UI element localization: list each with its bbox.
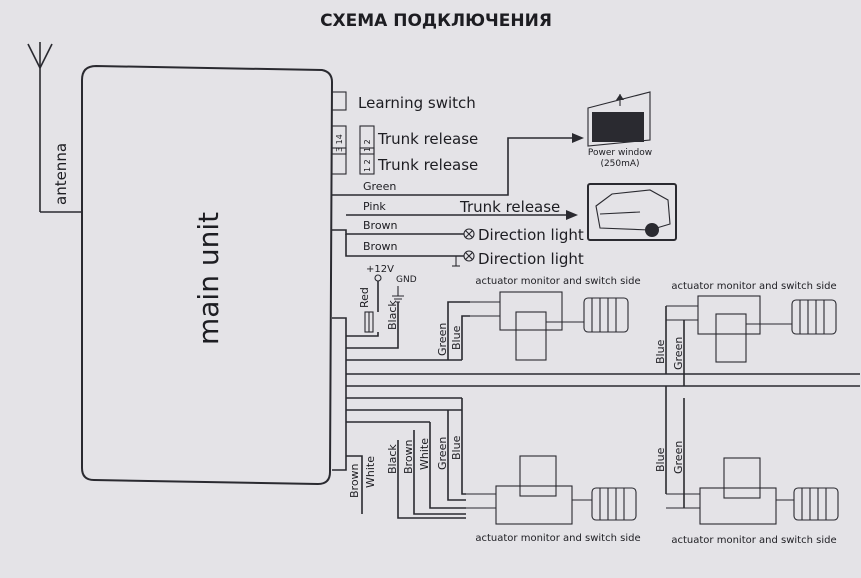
diagram-title: СХЕМА ПОДКЛЮЧЕНИЯ [320,11,552,31]
trunk-release-out-label: Trunk release [459,198,560,216]
wire-label-brown-1: Brown [363,219,398,232]
actuator-lower-right [666,457,839,525]
blue-label-2: Blue [654,339,667,364]
actuator-caption-1: actuator monitor and switch side [475,276,640,287]
trunk-release-label-1: Trunk release [377,130,478,148]
direction-light-icon-2 [452,250,475,267]
green-label-1: Green [436,323,449,356]
actuator-lower-left [466,455,637,525]
wire-green-upper-left [447,301,470,360]
wire-brown-1 [332,229,464,235]
green-label-3: Green [672,441,685,474]
actuator-upper-left [470,291,629,361]
actuator-caption-3: actuator monitor and switch side [475,533,640,544]
power-window-current: (250mA) [600,159,639,169]
car-trunk-icon [587,183,677,241]
blue-label-1: Blue [450,325,463,350]
power-window-icon [587,91,651,147]
direction-light-label-2: Direction light [478,250,584,268]
wire-bundle [346,359,860,423]
green-label-4: Green [436,437,449,470]
brown-label-2: Brown [348,463,361,498]
actuator-caption-2: actuator monitor and switch side [671,281,836,292]
connector-label-3: 1 2 [363,159,372,172]
antenna-icon [27,42,82,213]
connector-box-1 [331,125,347,155]
wire-black [346,302,399,349]
green-label-2: Green [672,337,685,370]
fuse-icon [364,311,374,333]
wire-brown-2 [345,234,464,257]
main-unit-label: main unit [192,212,225,345]
wire-black-lower-left [397,440,466,519]
direction-light-icon-1 [463,228,475,240]
gnd-symbol [392,286,404,303]
blue-label-4: Blue [450,435,463,460]
plus12v-terminal [374,274,382,282]
wire-blue-lower-left [461,398,466,495]
red-label: Red [358,287,371,308]
connector-box-2 [359,125,375,155]
learning-switch-icon [331,91,347,111]
gnd-label: GND [396,275,417,285]
main-unit-box [81,64,334,486]
learning-switch-label: Learning switch [358,94,476,112]
wire-green-lower-left [447,410,466,501]
black-label: Black [386,300,399,330]
wire-white-lower-left [429,422,466,509]
direction-light-label-1: Direction light [478,226,584,244]
connector-label-1: 3 14 [335,134,344,152]
arrow-to-power-window [572,133,584,143]
plus12v-label: +12V [366,264,394,275]
wire-label-pink: Pink [363,200,386,213]
connector-box-3 [331,147,347,175]
wire-brown-lower-left [413,430,466,515]
white-label-1: White [418,438,431,470]
wire-brown-white-pair [346,455,363,514]
power-window-label: Power window [588,148,652,158]
trunk-release-label-2: Trunk release [377,156,478,174]
connector-box-4 [359,147,375,175]
antenna-label: antenna [52,143,70,205]
white-label-2: White [364,456,377,488]
black-label-2: Black [386,444,399,474]
actuator-upper-right [666,295,837,363]
connector-label-2: 1 2 [363,139,372,152]
wire-label-brown-2: Brown [363,240,398,253]
blue-label-3: Blue [654,447,667,472]
harness-bracket [332,317,347,471]
brown-label-1: Brown [402,439,415,474]
wire-blue-upper-left [461,315,470,360]
actuator-caption-4: actuator monitor and switch side [671,535,836,546]
wire-label-green: Green [363,180,396,193]
arrow-to-trunk [566,210,578,220]
wire-green [332,137,572,196]
wire-red [346,281,379,337]
